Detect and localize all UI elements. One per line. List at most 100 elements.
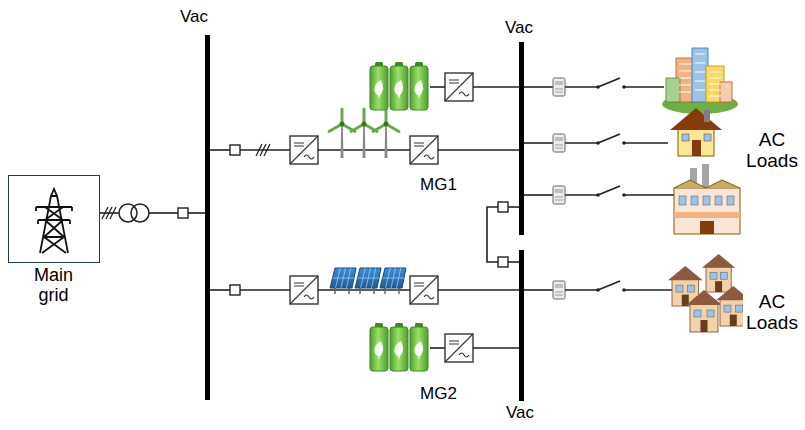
ac-mark [304,295,314,299]
converter-symbol [290,276,318,304]
factory-window [691,196,698,205]
meter-display [555,137,563,141]
leaf-mark [414,341,423,357]
voltage-label: Vac [505,404,535,423]
converter-diagonal [445,73,473,101]
wire [430,86,445,88]
leaf-mark [374,341,383,357]
chimney [704,110,710,122]
house-roof [668,266,703,280]
window-row [679,72,721,84]
house-window [736,305,743,312]
wire [524,86,553,88]
factory-window [679,196,686,205]
house-window [694,310,701,317]
converter-symbol [410,276,438,304]
ac-mark [424,295,434,299]
meter-lines [555,197,563,200]
wire [565,142,598,144]
wire [473,347,519,349]
dc-mark [414,143,424,146]
building [692,48,708,102]
converter-symbol [290,136,318,164]
energy-meter [553,281,565,299]
turbine-hub [384,122,389,127]
factory-load-icon [674,164,740,234]
meter-display [555,81,563,85]
wire [624,289,672,291]
house-window [710,272,717,279]
factory-roof [674,180,740,188]
factory-window [727,196,734,205]
pv-panel [355,268,381,294]
house-roof [702,254,735,268]
battery-cell [390,327,408,371]
wire [508,261,519,263]
wind-turbine [329,109,355,158]
main-ac-bus [205,35,210,400]
factory-window [703,196,710,205]
converter-symbol [410,136,438,164]
leaf-mark [394,341,403,357]
wire [240,289,290,291]
turbine-hub [362,122,367,127]
leaf-mark [394,80,403,96]
leaf-mark [414,80,423,96]
battery-symbol [370,62,428,110]
converter-diagonal [410,136,438,164]
dc-mark [294,143,304,146]
converter-box [445,334,473,362]
mg1-ac-bus [519,42,524,235]
wire [318,289,410,291]
house-door [701,320,708,332]
pv-panel [380,268,406,294]
house-wall [678,128,714,156]
house-wall [690,304,718,332]
turbine-tower [341,124,344,158]
converter-symbol [445,73,473,101]
battery-cell [370,327,388,371]
panel-grid [358,278,380,279]
microgrid-label: MG2 [419,385,458,404]
residential-load-icon [668,254,751,332]
converter-diagonal [445,334,473,362]
wire [565,86,598,88]
wire [210,149,230,151]
leaf-mark [374,80,383,96]
breaker-symbol [230,285,240,295]
wire [524,142,553,144]
converter-diagonal [290,276,318,304]
switch-blade [598,78,620,87]
battery-cell [370,66,388,110]
wire [508,206,519,208]
wire [565,289,598,291]
breaker-symbol [230,145,240,155]
turbine-tower [385,124,388,158]
tower-lattice [36,189,72,253]
leaf-stem [399,88,400,98]
window-row [679,63,721,78]
grid-box: Main grid [8,175,100,263]
factory-door [700,221,714,234]
ac-mark [459,353,469,357]
window-row [679,90,721,96]
meter-lines [555,292,563,295]
converter-diagonal [410,276,438,304]
panel-face [380,268,406,288]
meter-lines [555,89,563,92]
house-door [730,315,737,326]
wire [210,289,230,291]
battery-symbol [370,323,428,371]
ac-mark [424,155,434,159]
wire [487,207,498,262]
leaf-stem [379,88,380,98]
battery-cell [410,327,428,371]
wire [149,212,178,214]
house-roof [670,108,722,130]
wind-turbine [351,109,377,158]
converter-symbol [445,334,473,362]
house-window [682,134,689,141]
transformer-winding [131,204,149,222]
leaf-stem [419,88,420,98]
